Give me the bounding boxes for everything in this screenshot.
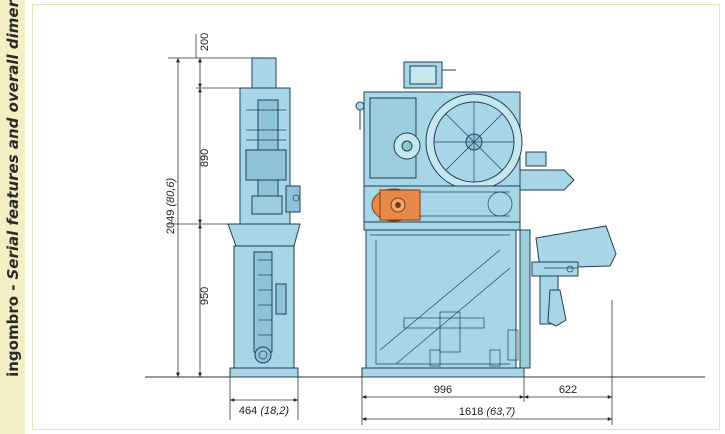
side-view-details [246, 109, 300, 360]
dim-width-side-mm: 464 [239, 405, 257, 417]
dim-height-lower: 950 [199, 287, 211, 305]
dim-height-total-mm: 2049 [165, 210, 177, 234]
dim-width-extension: 622 [559, 384, 577, 396]
dim-width-body: 996 [434, 384, 452, 396]
motor [371, 188, 421, 222]
dim-height-top: 200 [199, 33, 211, 51]
dim-height-upper: 890 [199, 149, 211, 167]
dim-width-side: 464 (18,2) [239, 405, 289, 417]
side-view-machine [227, 57, 301, 378]
dim-width-total-mm: 1618 [459, 406, 483, 418]
dim-height-total: 2049 (80,6) [165, 178, 177, 235]
dim-height-total-inch: (80,6) [165, 178, 177, 207]
front-view-details [370, 102, 578, 367]
dimension-lines [168, 34, 613, 425]
dim-width-total-inch: (63,7) [486, 406, 515, 418]
dim-width-side-inch: (18,2) [260, 405, 289, 417]
dim-width-total: 1618 (63,7) [459, 406, 516, 418]
side-title-band: ingombro - Serial features and overall d… [0, 0, 25, 434]
